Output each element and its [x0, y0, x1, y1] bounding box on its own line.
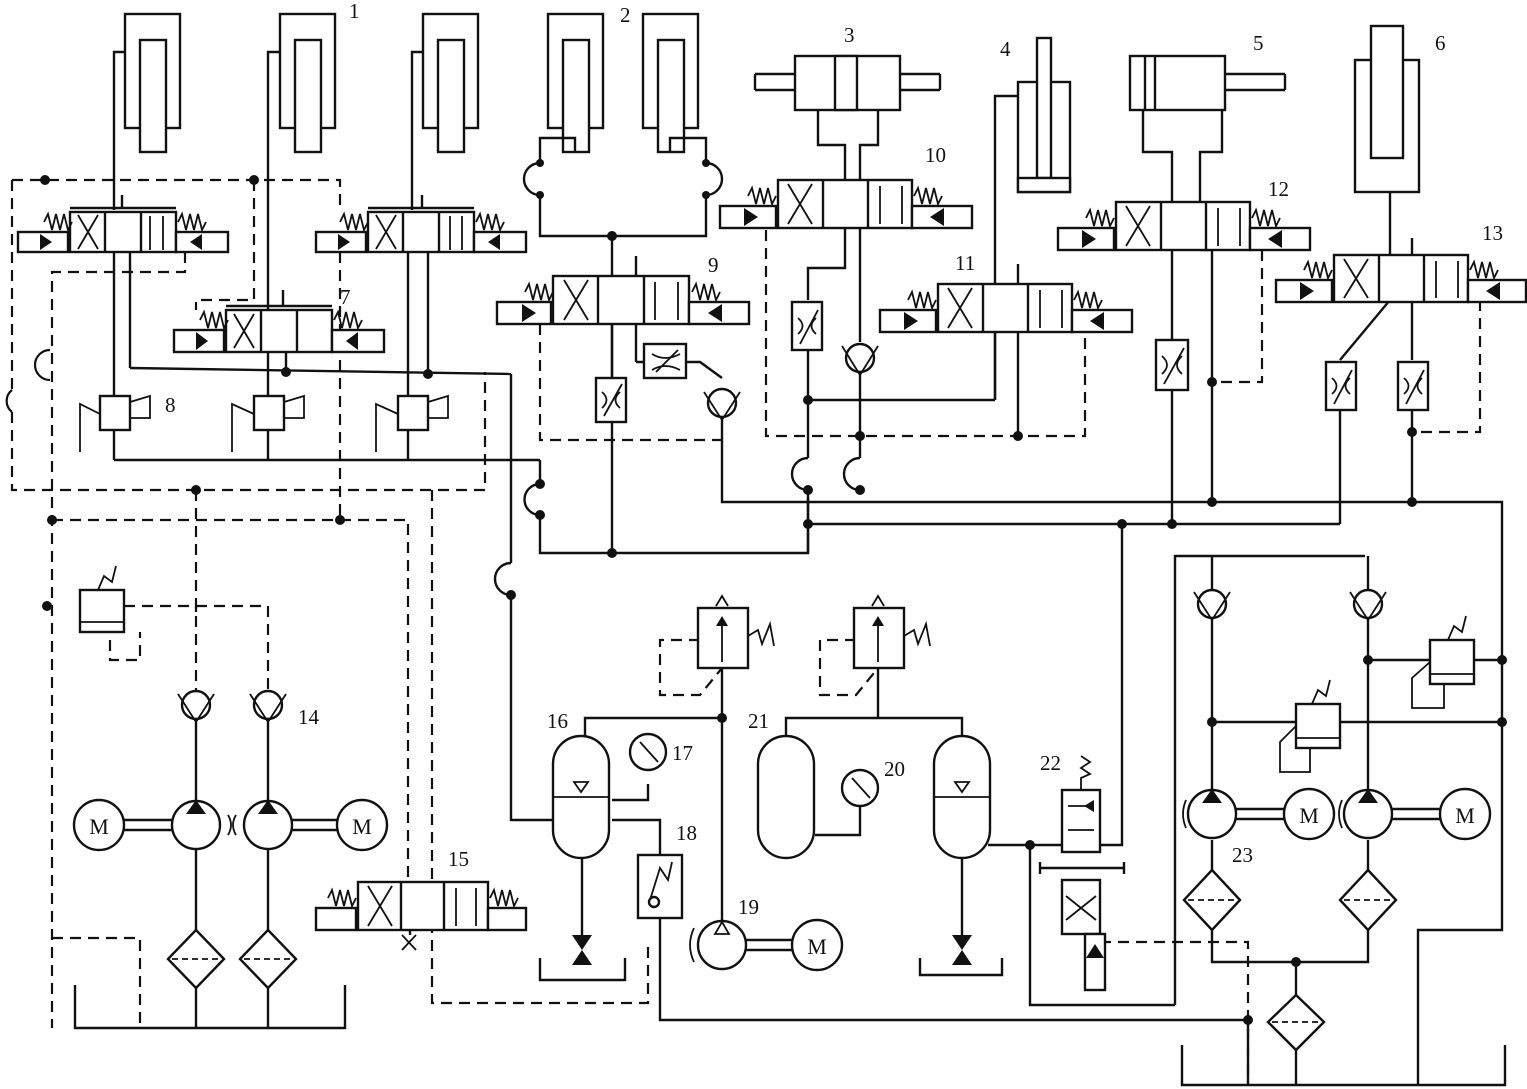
right-pump-unit [1182, 787, 1492, 841]
label-15: 15 [448, 847, 469, 871]
cylinder-4 [1016, 36, 1072, 194]
cylinder-group-2 [546, 12, 700, 154]
motor-label: M [1455, 803, 1475, 828]
tanks [73, 958, 1507, 1087]
label-3: 3 [844, 23, 855, 47]
label-6: 6 [1435, 31, 1446, 55]
directional-valve-22 [1038, 755, 1126, 992]
pressure-gauges [628, 732, 880, 808]
cylinder-6 [1353, 24, 1421, 194]
cylinder-group-1 [123, 12, 480, 154]
pump-19 [689, 918, 844, 972]
label-16: 16 [547, 709, 568, 733]
relief-valves-right [1279, 615, 1476, 773]
label-13: 13 [1482, 221, 1503, 245]
stop-valves [572, 935, 972, 965]
label-23: 23 [1232, 843, 1253, 867]
motor-label: M [89, 814, 109, 839]
directional-valve-11 [878, 264, 1134, 334]
label-18: 18 [676, 821, 697, 845]
pressure-lines [112, 50, 1504, 1085]
directional-valve-left [16, 195, 230, 254]
cylinder-3 [753, 54, 942, 112]
label-17: 17 [672, 741, 693, 765]
crossing-hops [5, 161, 861, 597]
label-21: 21 [748, 709, 769, 733]
accumulator-21 [756, 734, 816, 860]
label-8: 8 [165, 393, 176, 417]
label-7: 7 [340, 285, 351, 309]
directional-valve-7 [172, 290, 386, 354]
relief-valve-18 [636, 853, 684, 920]
label-11: 11 [955, 251, 975, 275]
label-5: 5 [1253, 31, 1264, 55]
directional-valve-15 [314, 880, 528, 951]
pilot-relief-valves [696, 594, 931, 670]
relief-valve-left [78, 565, 126, 634]
label-22: 22 [1040, 751, 1061, 775]
label-12: 12 [1268, 177, 1289, 201]
label-9: 9 [708, 253, 719, 277]
motor-label: M [352, 814, 372, 839]
directional-valve-right [314, 195, 528, 254]
directional-valve-10 [718, 178, 974, 230]
label-4: 4 [1000, 37, 1011, 61]
relief-valves-8 [79, 394, 449, 452]
motor-label: M [1299, 803, 1319, 828]
label-14: 14 [298, 705, 320, 729]
motor-labels: M M M M M [89, 803, 1475, 959]
left-pump-unit [72, 798, 389, 852]
label-1: 1 [349, 0, 360, 23]
label-10: 10 [925, 143, 946, 167]
accumulator-16 [551, 734, 611, 860]
directional-valve-13 [1274, 238, 1527, 304]
label-19: 19 [738, 895, 759, 919]
junction-dots [40, 159, 1507, 1025]
component-labels: 1 2 3 4 5 6 7 8 9 10 11 12 13 14 15 16 1… [165, 0, 1503, 919]
label-2: 2 [620, 3, 631, 27]
motor-label: M [807, 934, 827, 959]
directional-valve-9 [495, 256, 751, 326]
check-valves [177, 342, 1387, 724]
cylinder-5 [1128, 54, 1287, 112]
directional-valve-12 [1056, 200, 1312, 252]
throttle-valves [594, 300, 1430, 424]
label-20: 20 [884, 757, 905, 781]
pilot-lines [10, 178, 1482, 1085]
accumulator-right [932, 734, 992, 860]
filters [166, 868, 1398, 1052]
